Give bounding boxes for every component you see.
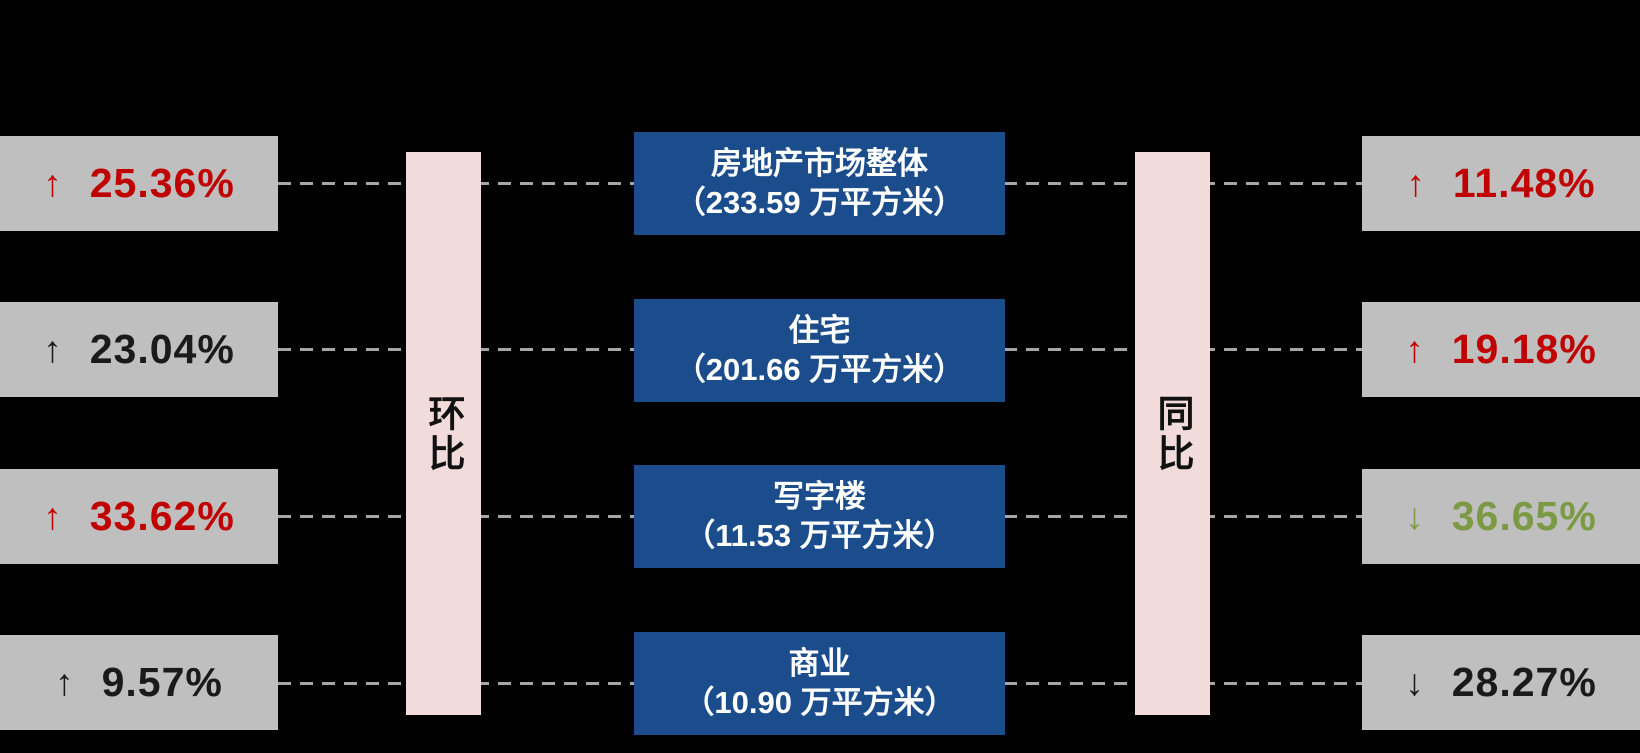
category-area: （11.53 万平方米）	[684, 517, 955, 553]
up-arrow-icon: ↑	[43, 329, 62, 370]
mom-column-bar: 环比	[406, 152, 481, 715]
up-arrow-icon: ↑	[55, 662, 74, 703]
category-name: 房地产市场整体	[711, 145, 928, 181]
up-arrow-icon: ↑	[43, 496, 62, 537]
yoy-percent: 28.27%	[1451, 659, 1597, 705]
yoy-percent: 36.65%	[1451, 493, 1597, 539]
yoy-value-box: ↑ 19.18%	[1362, 302, 1640, 397]
mom-value-box: ↑ 25.36%	[0, 136, 278, 231]
category-box: 住宅 （201.66 万平方米）	[634, 299, 1005, 402]
yoy-percent: 11.48%	[1452, 160, 1596, 206]
mom-value-box: ↑ 33.62%	[0, 469, 278, 564]
up-arrow-icon: ↑	[1405, 329, 1424, 370]
mom-percent: 25.36%	[89, 160, 235, 206]
up-arrow-icon: ↑	[43, 163, 62, 204]
mom-value-box: ↑ 23.04%	[0, 302, 278, 397]
category-area: （10.90 万平方米）	[683, 684, 956, 720]
down-arrow-icon: ↓	[1405, 662, 1424, 703]
up-arrow-icon: ↑	[1406, 163, 1425, 204]
category-area: （201.66 万平方米）	[674, 351, 965, 387]
mom-percent: 23.04%	[89, 326, 235, 372]
mom-value-box: ↑ 9.57%	[0, 635, 278, 730]
category-area: （233.59 万平方米）	[674, 184, 965, 220]
yoy-column-label: 同比	[1152, 393, 1193, 474]
yoy-column-bar: 同比	[1135, 152, 1210, 715]
yoy-value-box: ↑ 11.48%	[1362, 136, 1640, 231]
down-arrow-icon: ↓	[1405, 496, 1424, 537]
category-name: 商业	[788, 645, 851, 681]
mom-percent: 9.57%	[101, 659, 223, 705]
mom-percent: 33.62%	[89, 493, 235, 539]
mom-column-label: 环比	[423, 393, 464, 474]
category-box: 写字楼 （11.53 万平方米）	[634, 465, 1005, 568]
category-name: 写字楼	[773, 478, 866, 514]
category-box: 房地产市场整体 （233.59 万平方米）	[634, 132, 1005, 235]
yoy-percent: 19.18%	[1451, 326, 1597, 372]
category-box: 商业 （10.90 万平方米）	[634, 632, 1005, 735]
yoy-value-box: ↓ 28.27%	[1362, 635, 1640, 730]
category-name: 住宅	[788, 312, 851, 348]
yoy-value-box: ↓ 36.65%	[1362, 469, 1640, 564]
